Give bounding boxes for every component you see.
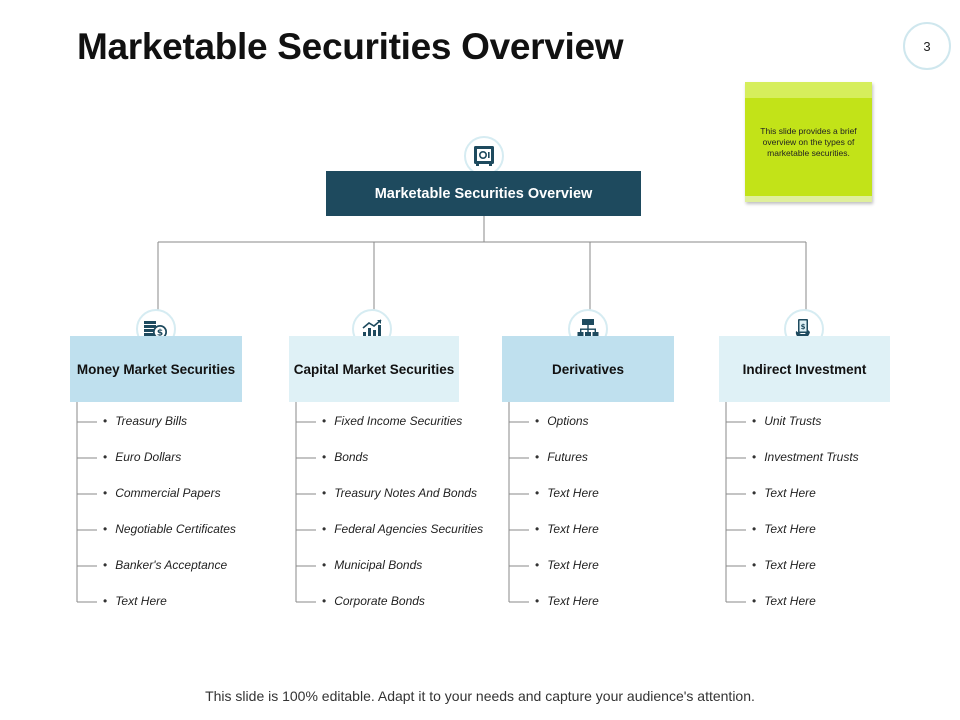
list-item: •Options	[535, 414, 589, 428]
list-item: •Unit Trusts	[752, 414, 822, 428]
svg-text:$: $	[801, 323, 806, 331]
list-item: •Euro Dollars	[103, 450, 182, 464]
sticky-note-band	[745, 82, 872, 98]
list-item: •Text Here	[752, 486, 816, 500]
list-item: •Treasury Notes And Bonds	[322, 486, 477, 500]
list-item: •Text Here	[535, 486, 599, 500]
list-item: •Treasury Bills	[103, 414, 187, 428]
list-item: •Corporate Bonds	[322, 594, 425, 608]
slide-title: Marketable Securities Overview	[77, 26, 624, 67]
list-item: •Investment Trusts	[752, 450, 859, 464]
svg-text:$: $	[157, 329, 163, 339]
sticky-note: This slide provides a brief overview on …	[745, 82, 872, 202]
list-item: •Federal Agencies Securities	[322, 522, 484, 536]
list-item: •Futures	[535, 450, 588, 464]
category-derivatives: Derivatives	[502, 336, 674, 402]
category-indirect-investment: Indirect Investment	[719, 336, 890, 402]
list-item: •Text Here	[103, 594, 167, 608]
list-item: •Municipal Bonds	[322, 558, 423, 572]
sticky-note-text: This slide provides a brief overview on …	[760, 126, 857, 158]
list-item: •Commercial Papers	[103, 486, 221, 500]
list-item: •Text Here	[535, 594, 599, 608]
list-item: •Negotiable Certificates	[103, 522, 236, 536]
list-item: •Text Here	[752, 522, 816, 536]
page-number: 3	[903, 22, 951, 70]
list-item: •Text Here	[535, 558, 599, 572]
list-item: •Fixed Income Securities	[322, 414, 463, 428]
footer-caption: This slide is 100% editable. Adapt it to…	[205, 688, 755, 704]
safe-icon	[464, 136, 504, 176]
category-money-market: Money Market Securities	[70, 336, 242, 402]
sticky-note-edge	[745, 196, 872, 202]
list-item: •Text Here	[535, 522, 599, 536]
category-capital-market: Capital Market Securities	[289, 336, 459, 402]
list-item: •Bonds	[322, 450, 369, 464]
root-node: Marketable Securities Overview	[326, 171, 641, 216]
list-item: •Text Here	[752, 558, 816, 572]
list-item: •Text Here	[752, 594, 816, 608]
list-item: •Banker's Acceptance	[103, 558, 228, 572]
